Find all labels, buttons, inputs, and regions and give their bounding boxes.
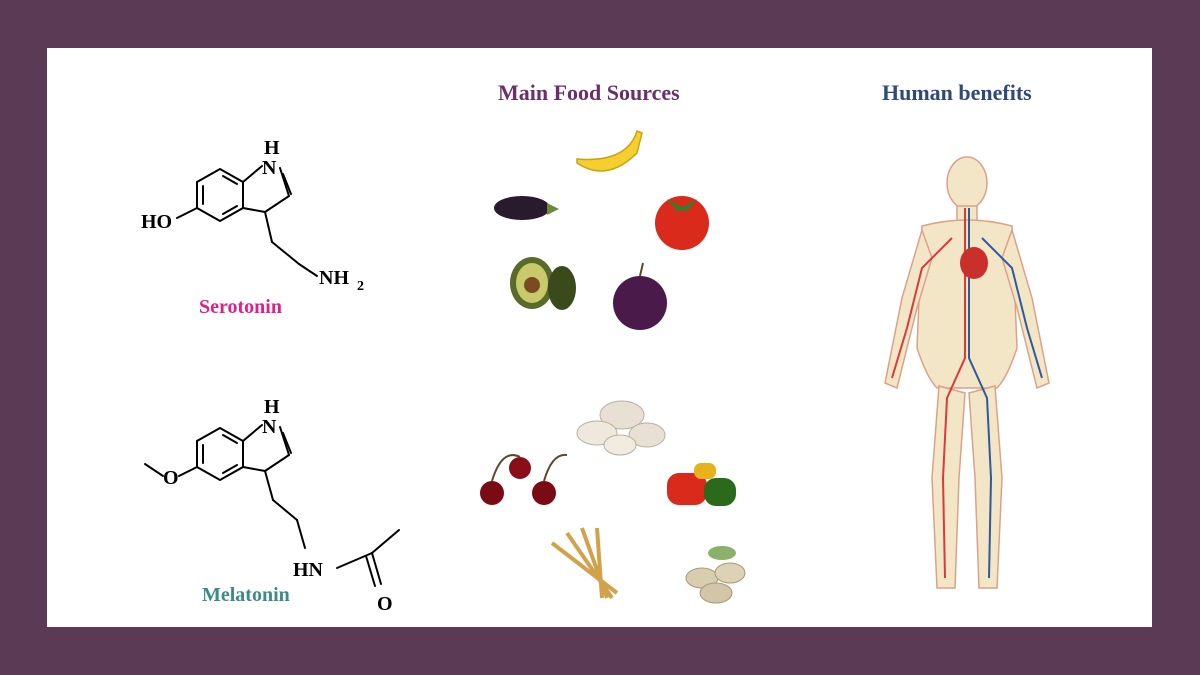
eggplant-icon (494, 196, 559, 220)
serotonin-structure: H N HO NH 2 (141, 137, 364, 294)
serotonin-atom-sub2: 2 (357, 279, 364, 294)
melatonin-atom-n: N (262, 416, 277, 438)
tomato-icon (655, 196, 709, 250)
food-group-1 (494, 130, 709, 330)
melatonin-label: Melatonin (202, 584, 290, 606)
cherries-icon (480, 453, 568, 505)
plum-icon (613, 262, 667, 330)
serotonin-atom-h: H (264, 137, 280, 159)
melatonin-atom-h: H (264, 396, 280, 418)
serotonin-label: Serotonin (199, 296, 282, 318)
pistachios-icon (685, 546, 746, 604)
figure-canvas: Main Food Sources Human benefits H N HO … (47, 48, 1152, 627)
serotonin-atom-n: N (262, 157, 277, 179)
peppers-icon (667, 463, 736, 506)
avocado-icon (510, 257, 576, 310)
wheat-icon (550, 527, 619, 600)
melatonin-atom-hn: HN (293, 559, 324, 581)
melatonin-structure: H N O HN O (144, 396, 400, 615)
food-group-2 (480, 400, 746, 604)
serotonin-atom-ho: HO (141, 211, 172, 233)
human-benefits-heading: Human benefits (882, 80, 1032, 105)
serotonin-atom-nh: NH (319, 267, 349, 289)
banana-icon (576, 130, 643, 172)
melatonin-atom-o: O (377, 593, 393, 615)
melatonin-atom-o-ring: O (163, 467, 179, 489)
food-sources-heading: Main Food Sources (498, 80, 680, 105)
human-body-icon (884, 156, 1050, 589)
mushrooms-icon (576, 400, 666, 456)
